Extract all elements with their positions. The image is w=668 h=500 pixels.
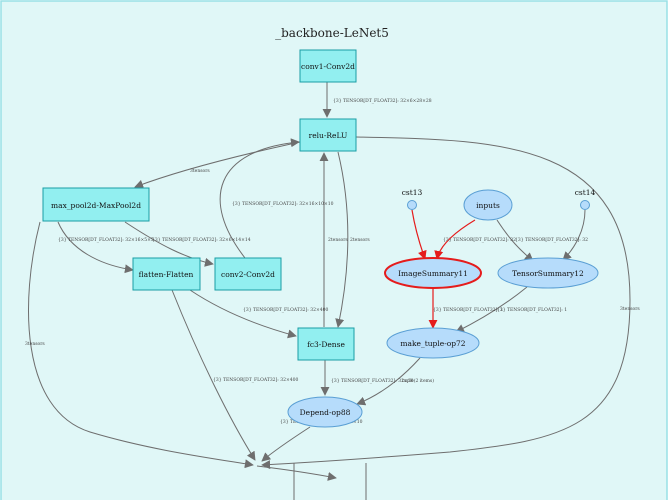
graph-title: _backbone-LeNet5: [275, 26, 389, 40]
node-make-tuple[interactable]: make_tuple-op72: [386, 327, 480, 359]
node-max-pool2d[interactable]: max_pool2d-MaxPool2d: [42, 187, 150, 222]
edge-relu-maxpool: [134, 141, 301, 189]
edge-inputs-tensum: [496, 219, 534, 262]
edge-conv2-relu: [219, 138, 300, 259]
edge-inputs-imgsum: [434, 219, 476, 260]
edge-label: 3tensors: [25, 341, 45, 347]
edge-label: 3tensors: [620, 306, 640, 312]
edge-label: {3} TENSOR[DT_FLOAT32]: 32: [515, 237, 588, 243]
edge-label: {3} TENSOR[DT_FLOAT32]: 32×400: [243, 307, 328, 313]
node-inputs[interactable]: inputs: [463, 189, 513, 221]
edge-out-bottom: [256, 465, 337, 481]
node-conv2[interactable]: conv2-Conv2d: [214, 257, 282, 291]
node-conv1[interactable]: conv1-Conv2d: [299, 49, 357, 83]
node-label: max_pool2d-MaxPool2d: [51, 201, 141, 210]
edges: [27, 82, 631, 481]
node-label: Depend-op88: [300, 408, 351, 417]
edge-label: {3} TENSOR[DT_FLOAT32]: 32×16×10×10: [232, 201, 334, 207]
edge-label: 3tensors: [190, 168, 210, 174]
edge-maketuple-depend: [356, 357, 421, 406]
node-fc3[interactable]: fc3-Dense: [297, 327, 355, 361]
node-label: make_tuple-op72: [400, 339, 465, 348]
node-label: cst13: [402, 188, 423, 197]
edge-label: 2tensors: [350, 237, 370, 243]
edge-label: {3} TENSOR[DT_FLOAT32]: 1: [497, 307, 567, 313]
edge-label: tuple(2 items): [402, 377, 434, 384]
edge-label: {3} TENSOR[DT_FLOAT32]: 32: [443, 237, 516, 243]
edge-tensum-maketuple: [455, 286, 528, 333]
edge-relu-fc3: [335, 151, 349, 328]
edge-label: {3} TENSOR[DT_FLOAT32]: 32×16×5×5: [58, 237, 154, 243]
edge-cst14-tensum: [562, 209, 586, 261]
edge-flatten-out: [171, 289, 256, 461]
edge-cst13-imgsum: [411, 209, 427, 260]
node-cst14[interactable]: cst14: [575, 188, 596, 210]
node-flatten[interactable]: flatten-Flatten: [132, 257, 201, 291]
edge-maxpool-flatten: [57, 221, 134, 274]
edge-label: {3} TENSOR[DT_FLOAT32]: 32×6×28×28: [333, 98, 432, 104]
node-label: inputs: [476, 201, 500, 210]
node-label: flatten-Flatten: [139, 270, 194, 279]
edge-maxpool-conv2: [124, 221, 214, 267]
node-label: ImageSummary11: [398, 269, 468, 278]
edge-label: {3} TENSOR[DT_FLOAT32]: 32×400: [213, 377, 298, 383]
edge-maxpool-out: [27, 221, 254, 469]
node-label: cst14: [575, 188, 596, 197]
node-label: fc3-Dense: [307, 340, 345, 349]
edge-label: 2tensors: [328, 237, 348, 243]
node-label: relu-ReLU: [309, 131, 348, 140]
edge-label: {3} TENSOR[DT_FLOAT32]: 1: [433, 307, 503, 313]
node-label: TensorSummary12: [512, 269, 584, 278]
node-label: conv1-Conv2d: [301, 62, 355, 71]
node-depend[interactable]: Depend-op88: [287, 396, 363, 428]
node-cst13[interactable]: cst13: [402, 188, 423, 210]
edge-relu-out: [261, 136, 631, 470]
edge-depend-out: [261, 426, 311, 462]
node-image-summary[interactable]: ImageSummary11: [384, 257, 482, 289]
edge-flatten-fc3: [189, 289, 297, 339]
edge-label: {3} TENSOR[DT_FLOAT32]: 32×10: [331, 378, 414, 384]
node-relu[interactable]: relu-ReLU: [299, 118, 357, 152]
edge-label: {3} TENSOR[DT_FLOAT32]: 32×6×14×14: [152, 237, 251, 243]
node-tensor-summary[interactable]: TensorSummary12: [497, 257, 599, 289]
node-label: conv2-Conv2d: [221, 270, 275, 279]
highlight-edges: [411, 209, 476, 329]
